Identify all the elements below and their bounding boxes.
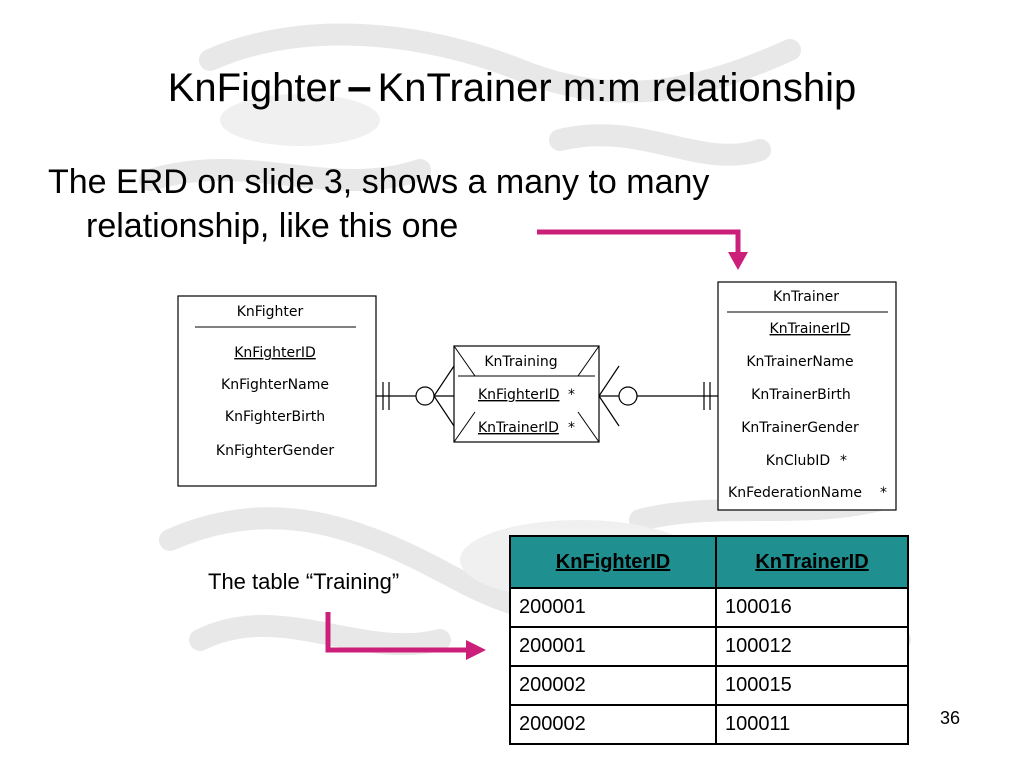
- table-header-row: KnFighterID KnTrainerID: [509, 535, 909, 589]
- table-cell: 200001: [509, 626, 717, 667]
- kntraining-key-star: *: [568, 420, 575, 436]
- training-table: KnFighterID KnTrainerID 200001 100016 20…: [509, 535, 909, 745]
- kntrainer-attribute: KnClubID: [766, 453, 830, 469]
- pointer-arrow-trainer-head: [728, 252, 748, 270]
- entity-knfighter: KnFighter KnFighterID KnFighterName KnFi…: [177, 295, 377, 487]
- title-left: KnFighter: [167, 66, 342, 110]
- pointer-arrow-trainer: [537, 229, 741, 255]
- kntraining-name: KnTraining: [484, 354, 557, 370]
- kntrainer-attribute-star: *: [880, 485, 887, 501]
- kntrainer-name: KnTrainer: [773, 289, 839, 305]
- title-dash: –: [347, 62, 372, 111]
- entity-kntraining: KnTraining KnFighterID * KnTrainerID *: [453, 345, 600, 443]
- bullet-text: The ERD on slide 3, shows a many to many…: [48, 160, 908, 248]
- kntrainer-attribute: KnTrainerGender: [741, 420, 859, 436]
- table-cell: 200002: [509, 665, 717, 706]
- table-cell: 200002: [509, 704, 717, 745]
- connector-fighter-training: [376, 365, 455, 427]
- entity-kntrainer: KnTrainer KnTrainerID KnTrainerName KnTr…: [717, 281, 897, 511]
- table-cell: 100012: [715, 626, 909, 667]
- kntrainer-key: KnTrainerID: [770, 321, 851, 337]
- table-caption: The table “Training”: [208, 569, 400, 594]
- slide-number: 36: [940, 708, 961, 728]
- knfighter-attribute: KnFighterName: [221, 377, 329, 393]
- title-right: KnTrainer m:m relationship: [377, 66, 857, 110]
- bullet-line-2: relationship, like this one: [86, 207, 459, 245]
- slide-title: KnFighter–KnTrainer m:m relationship: [0, 62, 1024, 113]
- kntrainer-attribute: KnTrainerName: [746, 354, 853, 370]
- knfighter-attribute: KnFighterGender: [216, 443, 334, 459]
- kntraining-key: KnFighterID: [478, 387, 560, 403]
- column-header: KnFighterID: [509, 535, 717, 589]
- table-cell: 100016: [715, 587, 909, 628]
- kntrainer-attribute: KnFederationName: [728, 485, 862, 501]
- table-cell: 100011: [715, 704, 909, 745]
- table-row: 200002 100011: [509, 704, 909, 745]
- connector-training-trainer: [598, 365, 718, 427]
- knfighter-key: KnFighterID: [234, 345, 316, 361]
- pointer-arrow-table: [325, 612, 470, 653]
- kntraining-key: KnTrainerID: [478, 420, 559, 436]
- knfighter-name: KnFighter: [237, 304, 304, 320]
- table-row: 200001 100012: [509, 626, 909, 667]
- kntraining-key-star: *: [568, 387, 575, 403]
- table-row: 200002 100015: [509, 665, 909, 706]
- pointer-arrow-table-head: [466, 640, 486, 660]
- knfighter-attribute: KnFighterBirth: [225, 409, 325, 425]
- table-cell: 100015: [715, 665, 909, 706]
- bullet-line-1: The ERD on slide 3, shows a many to many: [48, 163, 710, 201]
- table-row: 200001 100016: [509, 587, 909, 628]
- column-header: KnTrainerID: [715, 535, 909, 589]
- kntrainer-attribute: KnTrainerBirth: [751, 387, 851, 403]
- kntrainer-attribute-star: *: [840, 453, 847, 469]
- table-cell: 200001: [509, 587, 717, 628]
